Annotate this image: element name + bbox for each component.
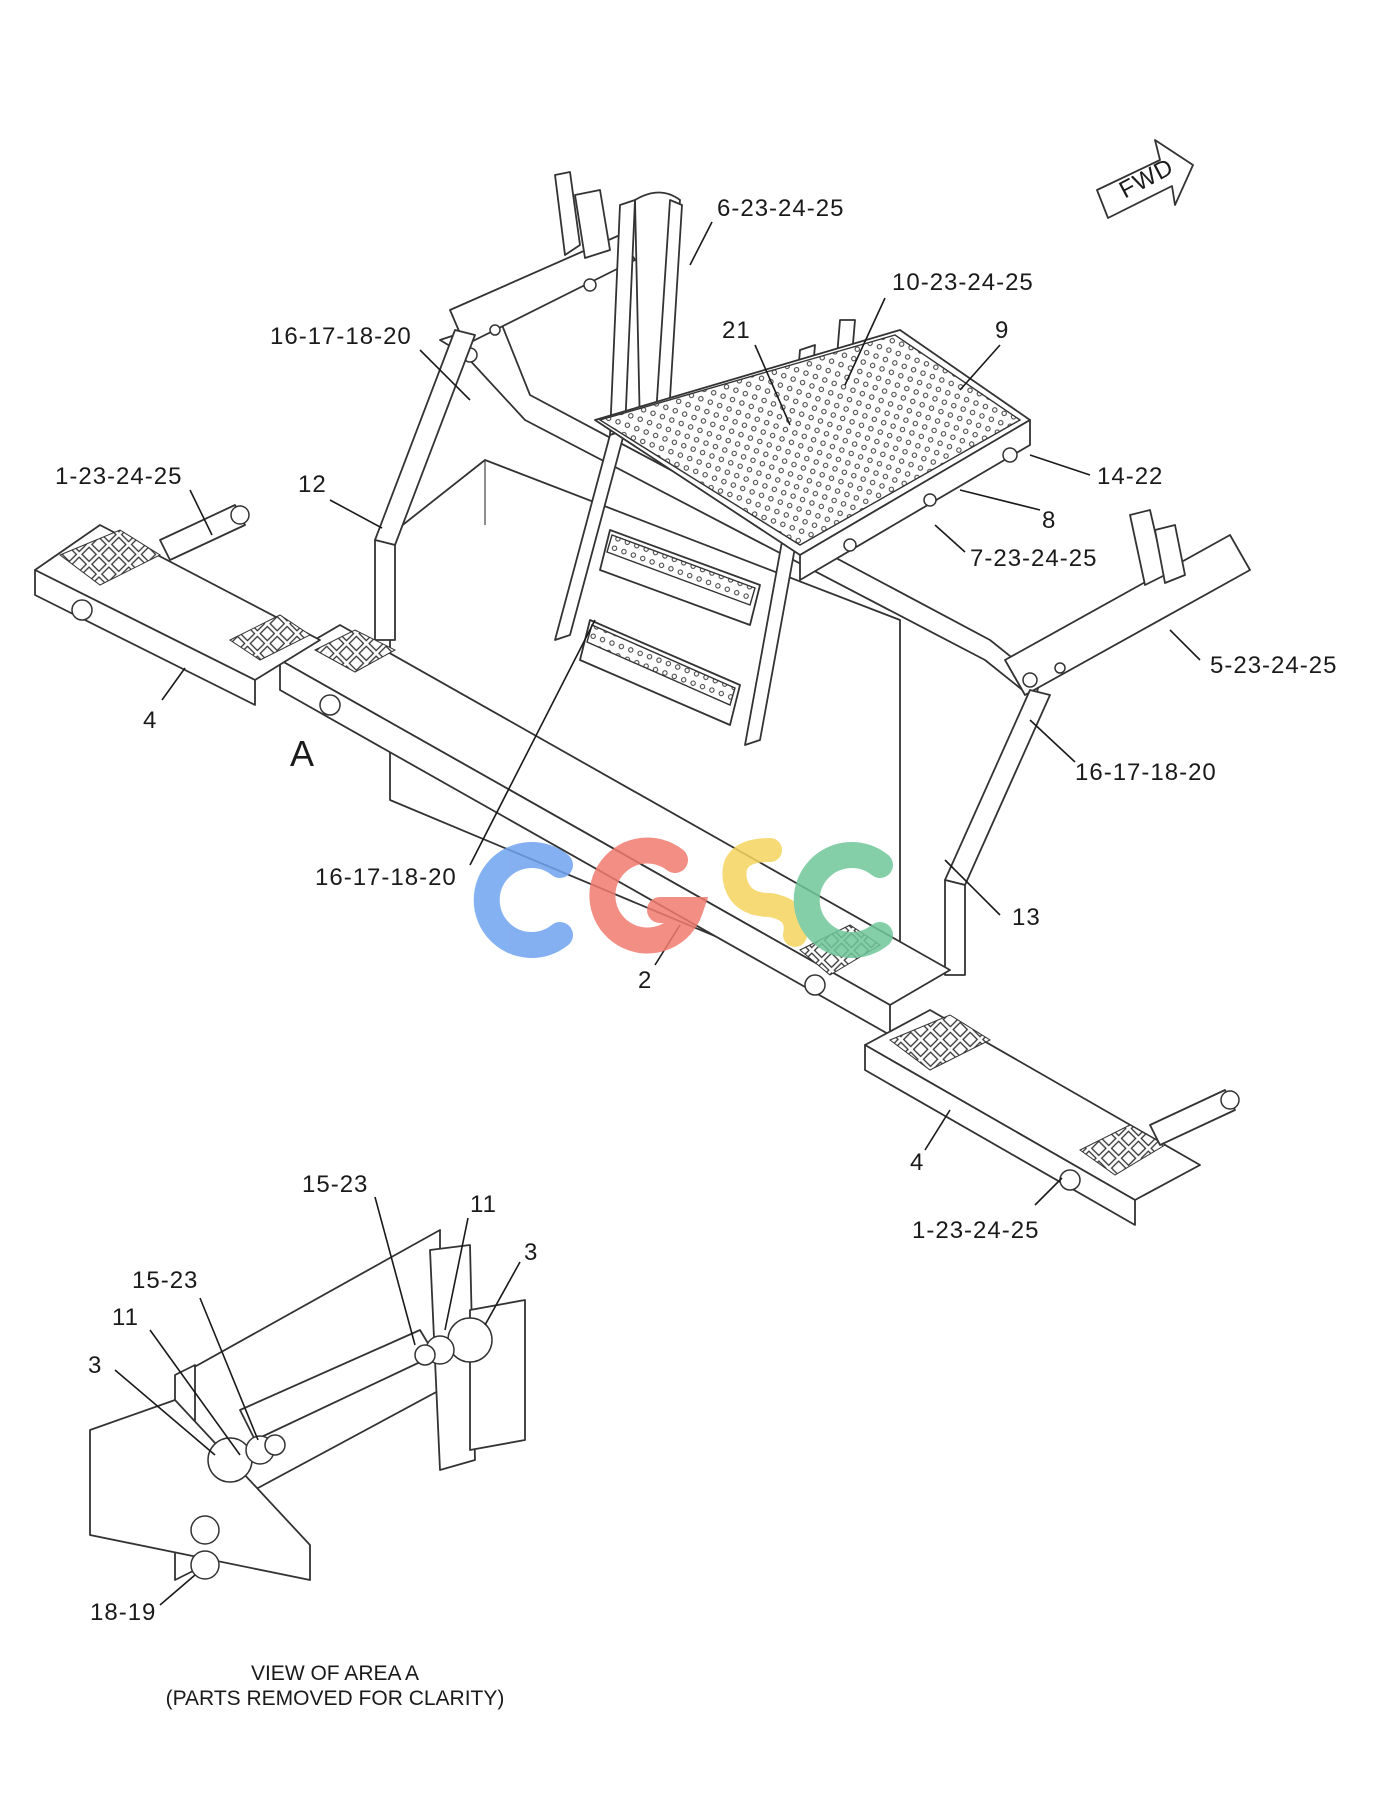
watermark-logo [473, 837, 893, 958]
callout-15-23-top: 15-23 [302, 1171, 368, 1198]
leader-lines [114, 221, 1201, 1606]
callout-labels: 6-23-24-25 10-23-24-25 21 9 16-17-18-20 … [55, 195, 1337, 1626]
callout-6-23-24-25: 6-23-24-25 [717, 195, 844, 222]
left-upper-bracket [449, 171, 636, 363]
callout-9: 9 [995, 317, 1009, 344]
view-caption-line1: VIEW OF AREA A [251, 1662, 419, 1685]
watermark-letter-c1 [473, 842, 573, 958]
step-assembly-drawing [34, 171, 1251, 1226]
callout-2: 2 [638, 967, 652, 994]
callout-area-a: A [290, 733, 315, 774]
callout-4-left: 4 [143, 707, 157, 734]
callout-18-19: 18-19 [90, 1599, 156, 1626]
callout-14-22: 14-22 [1097, 463, 1163, 490]
right-upper-bracket [1004, 509, 1251, 696]
callout-13: 13 [1012, 904, 1041, 931]
callout-4-right: 4 [910, 1149, 924, 1176]
right-end-step-4 [864, 1009, 1240, 1226]
callout-3-top: 3 [524, 1239, 538, 1266]
right-brace-13 [944, 689, 1051, 886]
watermark-letter-c2 [793, 842, 893, 958]
callout-1-23-24-25-left: 1-23-24-25 [55, 463, 182, 490]
left-end-step-4 [34, 504, 321, 706]
callout-10-23-24-25: 10-23-24-25 [892, 269, 1034, 296]
callout-5-23-24-25: 5-23-24-25 [1210, 652, 1337, 679]
callout-16-17-18-20-top: 16-17-18-20 [270, 323, 412, 350]
callout-8: 8 [1042, 507, 1056, 534]
callout-16-17-18-20-right: 16-17-18-20 [1075, 759, 1217, 786]
callout-11-top: 11 [470, 1191, 497, 1218]
callout-16-17-18-20-mid: 16-17-18-20 [315, 864, 457, 891]
callout-12: 12 [298, 471, 327, 498]
callout-21: 21 [722, 317, 751, 344]
view-caption-line2: (PARTS REMOVED FOR CLARITY) [166, 1687, 505, 1710]
forward-arrow-icon: FWD [1096, 139, 1194, 219]
watermark-letter-s [722, 838, 808, 947]
callout-11-left: 11 [112, 1304, 139, 1331]
callout-15-23-left: 15-23 [132, 1267, 198, 1294]
platform-9 [594, 329, 1031, 581]
callout-1-23-24-25-right: 1-23-24-25 [912, 1217, 1039, 1244]
detail-view-area-a [89, 1229, 526, 1581]
callout-3-left: 3 [88, 1352, 102, 1379]
callout-7-23-24-25: 7-23-24-25 [970, 545, 1097, 572]
watermark-letter-g [589, 837, 709, 954]
